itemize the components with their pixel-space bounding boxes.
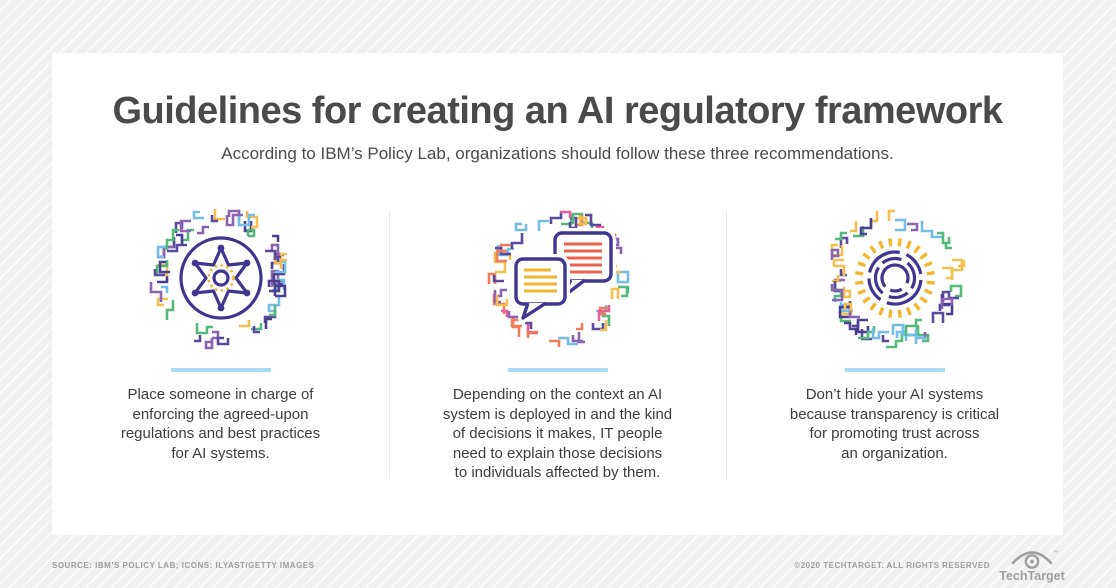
chat-bubbles-maze-icon: [487, 210, 629, 347]
eye-icon: [1011, 551, 1053, 565]
column-separator: [389, 211, 390, 479]
transparency-sun-glyph: [866, 250, 923, 306]
recommendation-text: Depending on the context an AI system is…: [442, 386, 673, 481]
transparency-sun-maze-icon: [830, 209, 965, 349]
source-credit: SOURCE: IBM’S POLICY LAB; ICONS: ILYAST/…: [52, 560, 315, 570]
caption-divider: [170, 368, 271, 372]
footer: SOURCE: IBM’S POLICY LAB; ICONS: ILYAST/…: [52, 546, 1065, 584]
recommendation-column-explainability: Depending on the context an AI system is…: [389, 203, 726, 483]
page-subtitle: According to IBM’s Policy Lab, organizat…: [221, 144, 894, 163]
logo-wordmark: TechTarget: [999, 569, 1065, 583]
techtarget-logo: ™ TechTarget: [999, 550, 1065, 583]
column-separator: [726, 211, 727, 479]
sheriff-badge-glyph: [178, 236, 263, 320]
footer-right: ©2020 TECHTARGET. ALL RIGHTS RESERVED ™ …: [794, 546, 1065, 584]
recommendation-text: Place someone in charge of enforcing the…: [120, 386, 321, 462]
chat-bubbles-glyph: [510, 228, 616, 323]
recommendation-columns: Place someone in charge of enforcing the…: [52, 203, 1063, 483]
page-title: Guidelines for creating an AI regulatory…: [112, 90, 1003, 132]
recommendation-text: Don’t hide your AI systems because trans…: [789, 386, 1000, 462]
recommendation-column-transparency: Don’t hide your AI systems because trans…: [726, 203, 1063, 483]
recommendation-column-enforcement: Place someone in charge of enforcing the…: [52, 203, 389, 483]
target-icon: [1024, 554, 1040, 569]
caption-divider: [844, 368, 945, 372]
caption-divider: [507, 368, 608, 372]
sheriff-badge-maze-icon: [149, 209, 287, 350]
copyright-text: ©2020 TECHTARGET. ALL RIGHTS RESERVED: [794, 560, 990, 570]
trademark-symbol: ™: [1053, 550, 1058, 556]
infographic-card: Guidelines for creating an AI regulatory…: [52, 53, 1063, 535]
